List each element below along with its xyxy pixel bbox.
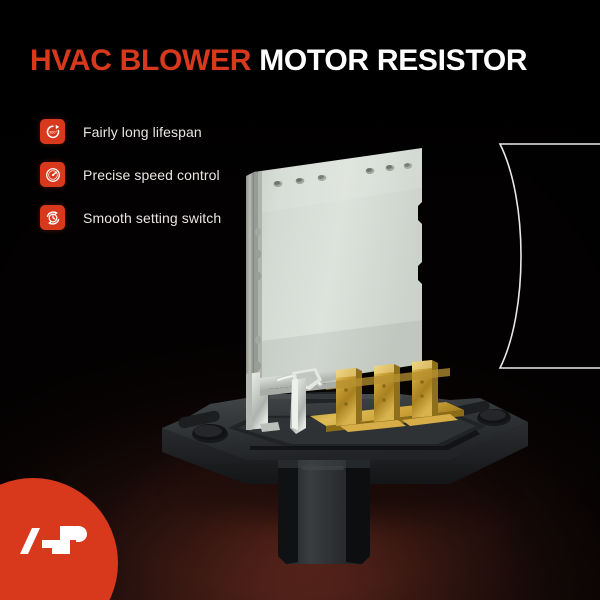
feature-item-setting-switch: Smooth setting switch	[40, 196, 310, 239]
feature-label-lifespan: Fairly long lifespan	[83, 123, 202, 140]
gold-terminal-blades	[310, 360, 464, 432]
rotation-icon-text: 360°	[48, 129, 56, 134]
curved-bracket-decoration	[498, 143, 600, 369]
feature-item-lifespan: 360° Fairly long lifespan	[40, 110, 310, 153]
silver-mounting-bracket	[246, 368, 336, 434]
rotation-360-icon: 360°	[40, 119, 65, 144]
product-image	[162, 148, 528, 564]
feature-list: 360° Fairly long lifespan Precise speed …	[40, 110, 310, 239]
page-title: HVAC BLOWER MOTOR RESISTOR	[30, 44, 528, 77]
title-part-red: HVAC BLOWER	[30, 44, 252, 77]
speedometer-icon	[40, 162, 65, 187]
feature-label-speed-control: Precise speed control	[83, 166, 220, 183]
clock-refresh-icon	[40, 205, 65, 230]
brand-logo-mark	[20, 526, 87, 554]
connector-housing	[278, 460, 370, 564]
feature-label-setting-switch: Smooth setting switch	[83, 209, 222, 226]
metal-pins	[254, 163, 413, 371]
title-part-white: MOTOR RESISTOR	[259, 44, 528, 77]
feature-item-speed-control: Precise speed control	[40, 153, 310, 196]
